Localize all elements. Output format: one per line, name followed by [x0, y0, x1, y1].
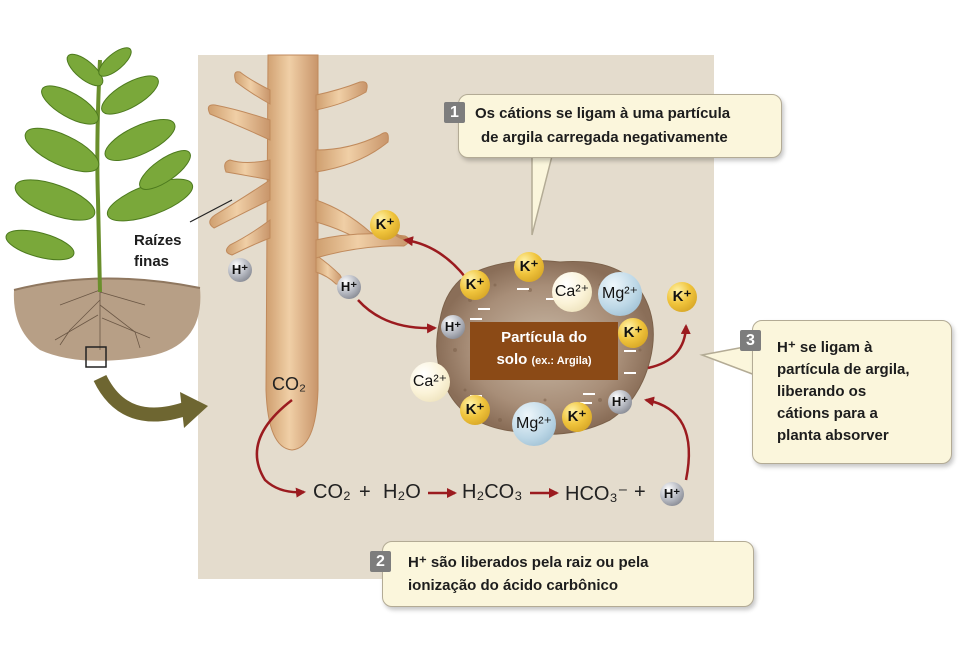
negative-charge [517, 288, 529, 290]
negative-charge [624, 372, 636, 374]
calcium-ion: Ca²⁺ [552, 272, 592, 312]
hydrogen-ion: H⁺ [228, 258, 252, 282]
zoom-arrow-body [93, 374, 191, 422]
negative-charge [470, 318, 482, 320]
eq-plus-2: + [634, 481, 646, 503]
negative-charge [478, 308, 490, 310]
particle-label-line2: solo [496, 351, 528, 368]
fine-roots-line2: finas [134, 253, 170, 270]
fine-roots-pointer [189, 199, 233, 223]
soil-particle-label: Partícula do solo (ex.: Argila) [470, 322, 618, 380]
callout-3-line3: liberando os [777, 383, 867, 400]
zoom-arrow-head [180, 392, 208, 428]
eq-hco3: HCO₃⁻ [565, 483, 629, 505]
zoom-square [85, 346, 107, 368]
arrow-h-to-particle-2 [644, 396, 691, 481]
callout-2-line1: H⁺ são liberados pela raiz ou pela [408, 554, 649, 571]
eq-hydrogen-ion: H⁺ [660, 482, 684, 506]
negative-charge [580, 402, 592, 404]
particle-label-line1: Partícula do [501, 329, 587, 346]
negative-charge [583, 393, 595, 395]
callout-3-line5: planta absorver [777, 427, 889, 444]
potassium-ion: K⁺ [667, 282, 697, 312]
callout-3-line2: partícula de argila, [777, 361, 910, 378]
eq-h2o: H₂O [383, 481, 421, 503]
step-2-badge: 2 [370, 551, 391, 572]
callout-1-line1: Os cátions se ligam à uma partícula [475, 105, 731, 122]
callout-3-line4: cátions para a [777, 405, 878, 422]
callout-1-line2: de argila carregada negativamente [481, 129, 728, 146]
callout-1-tail [531, 155, 553, 236]
eq-plus-1: + [359, 481, 371, 503]
plant-stem [95, 59, 102, 293]
fine-roots-label: Raízes finas [134, 230, 182, 272]
magnesium-ion: Mg²⁺ [598, 272, 642, 316]
plant-roots [54, 289, 151, 350]
root-co2-label: CO₂ [272, 374, 306, 394]
magnified-root [207, 54, 410, 451]
callout-2: H⁺ são liberados pela raiz ou pela ioniz… [382, 541, 754, 607]
arrow-k-released [647, 324, 691, 370]
potassium-ion: K⁺ [460, 270, 490, 300]
potassium-ion: K⁺ [562, 402, 592, 432]
hydrogen-ion: H⁺ [608, 390, 632, 414]
plant-illustration [5, 47, 233, 368]
particle-label-note: (ex.: Argila) [531, 355, 592, 367]
callout-3: H⁺ se ligam à partícula de argila, liber… [752, 320, 952, 464]
potassium-ion: K⁺ [514, 252, 544, 282]
negative-charge [546, 298, 558, 300]
arrow-k-to-root [403, 236, 467, 279]
arrow-co2-release [255, 399, 306, 498]
soil-mound [13, 278, 201, 361]
negative-charge [624, 350, 636, 352]
magnesium-ion: Mg²⁺ [512, 402, 556, 446]
arrow-h-to-particle [357, 299, 437, 334]
step-3-badge: 3 [740, 330, 761, 351]
hydrogen-ion: H⁺ [441, 315, 465, 339]
calcium-ion: Ca²⁺ [410, 362, 450, 402]
potassium-ion: K⁺ [618, 318, 648, 348]
potassium-ion: K⁺ [460, 395, 490, 425]
hydrogen-ion: H⁺ [337, 275, 361, 299]
callout-1: Os cátions se ligam à uma partícula de a… [458, 94, 782, 158]
step-1-badge: 1 [444, 102, 465, 123]
callout-3-line1: H⁺ se ligam à [777, 339, 873, 356]
fine-roots-line1: Raízes [134, 232, 182, 249]
eq-co2: CO₂ [313, 481, 351, 503]
callout-2-line2: ionização do ácido carbônico [408, 577, 619, 594]
plant-leaves [5, 47, 194, 261]
potassium-ion: K⁺ [370, 210, 400, 240]
eq-h2co3: H₂CO₃ [462, 481, 523, 503]
